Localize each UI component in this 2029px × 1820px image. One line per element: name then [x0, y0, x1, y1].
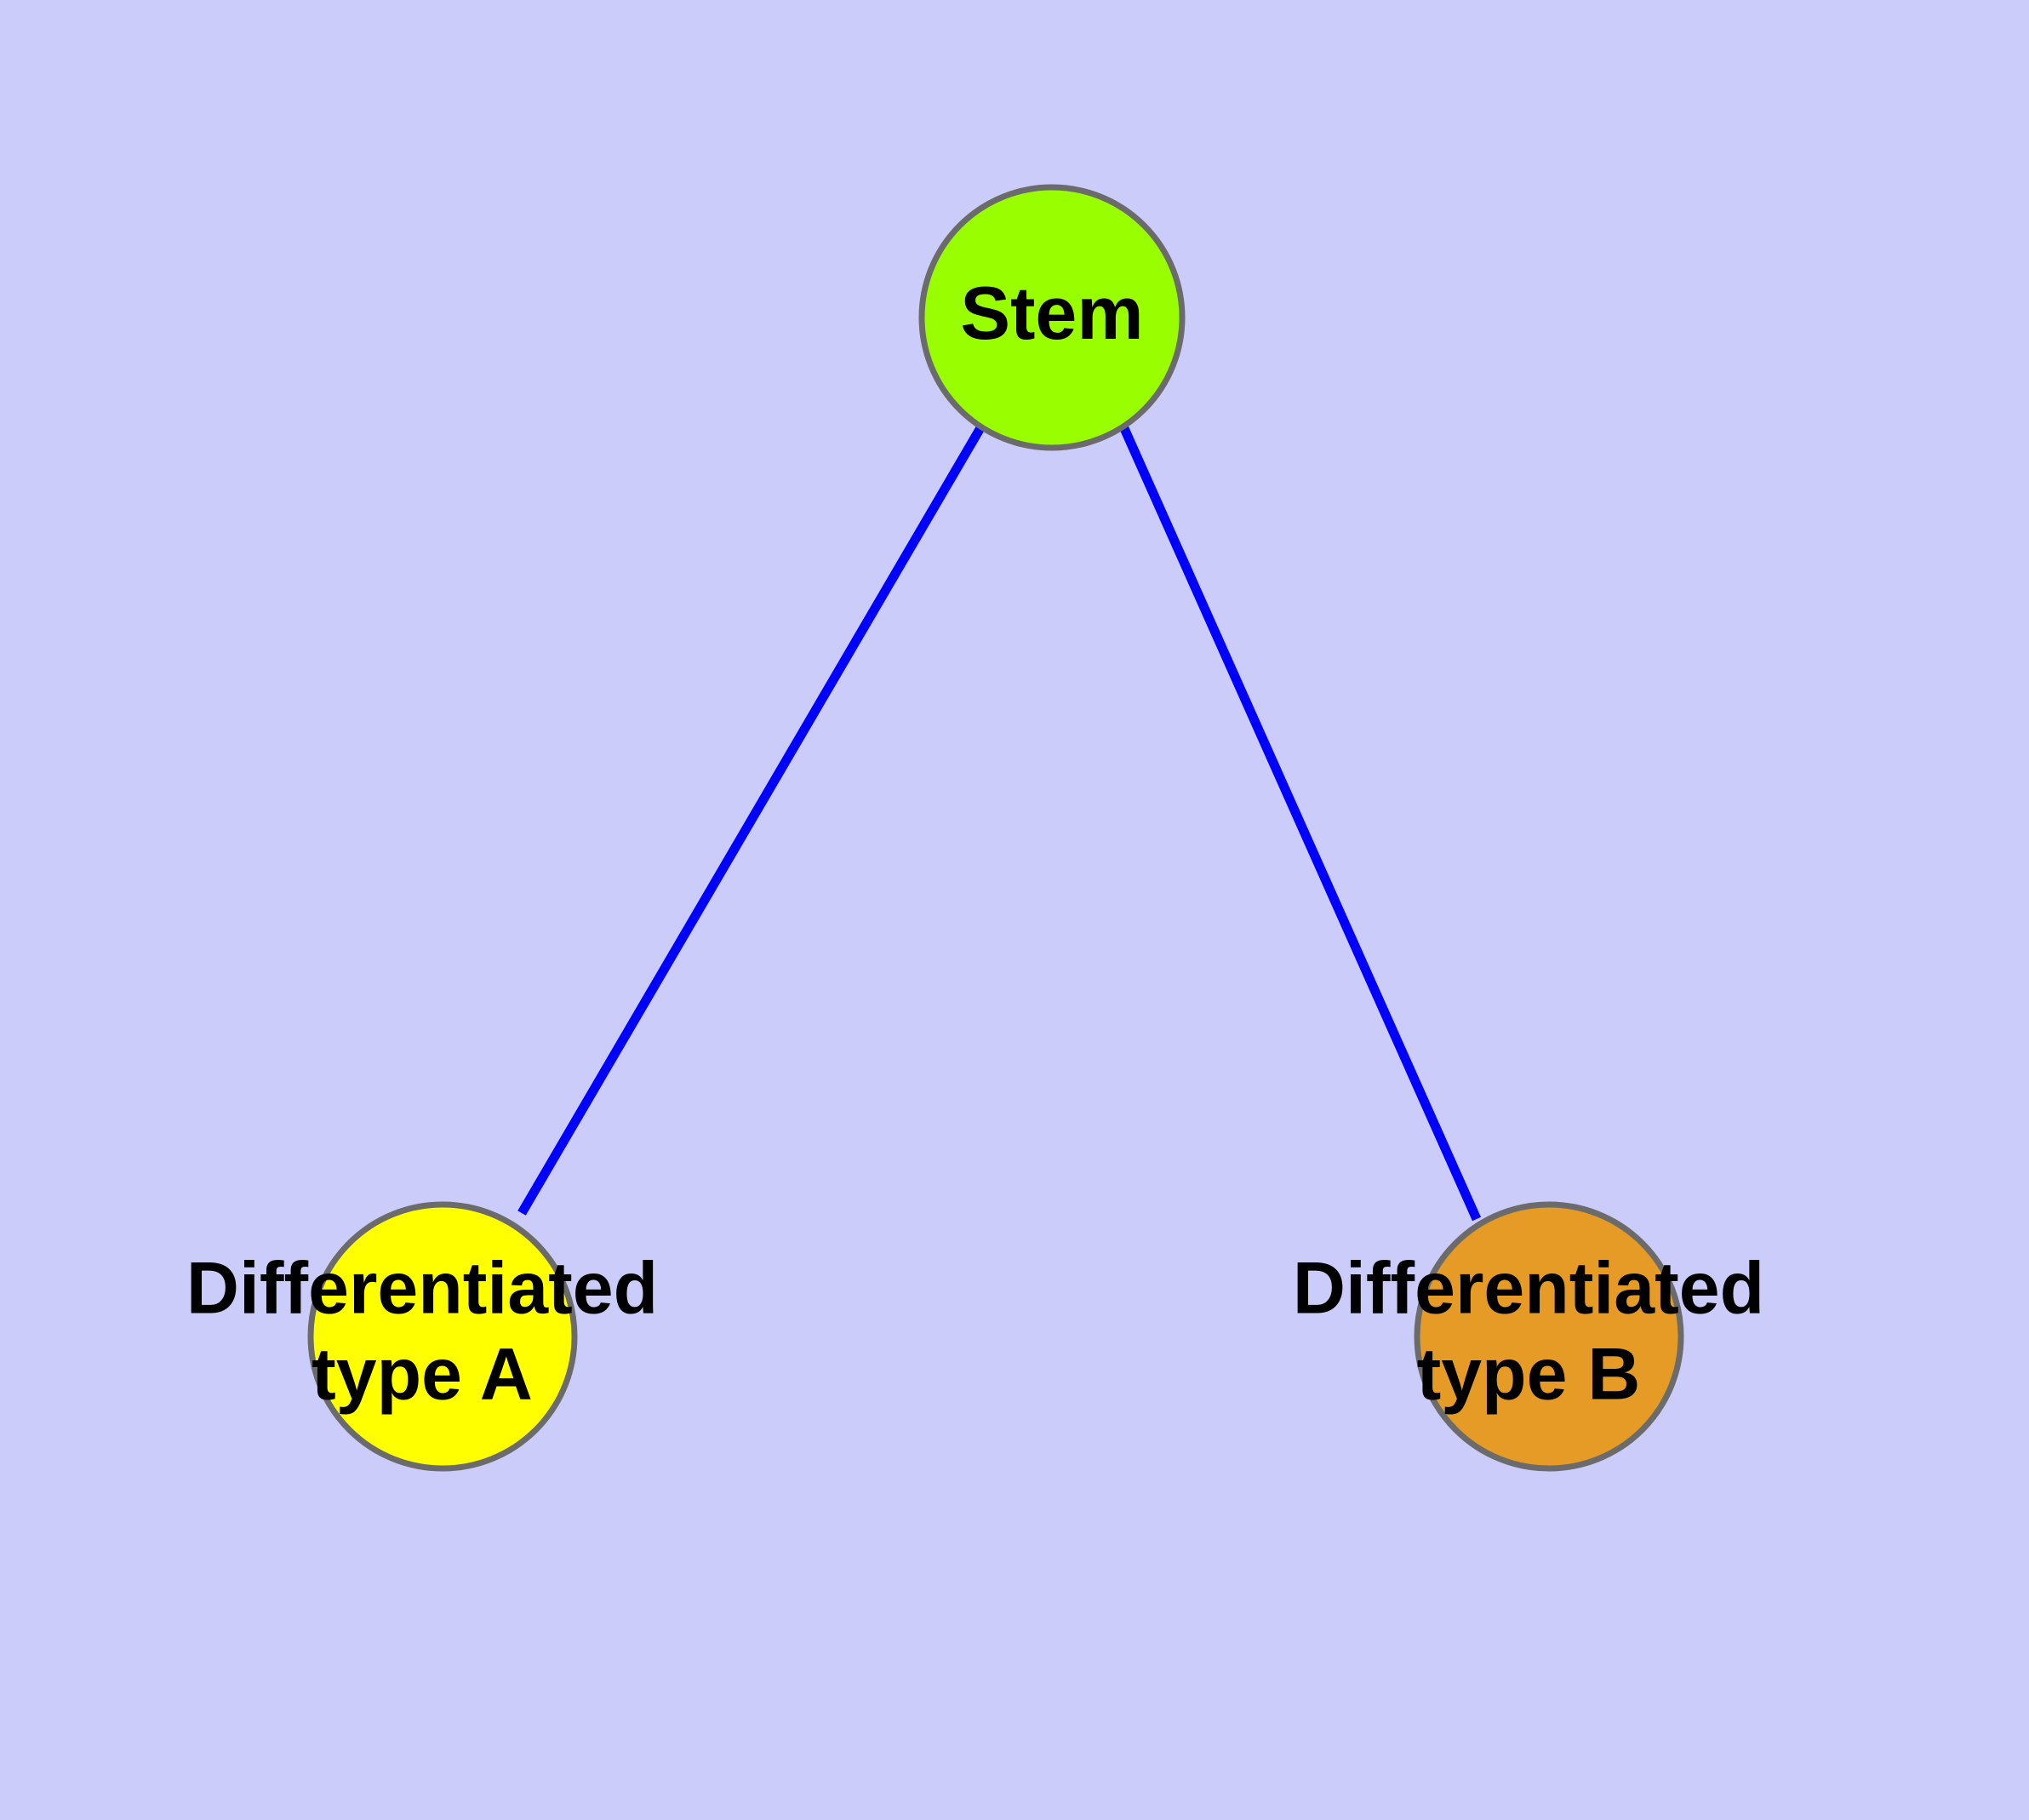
edge-stem-to-diff-b [1118, 424, 1482, 1222]
edge-layer [517, 424, 1482, 1222]
node-label-line: type A [311, 1333, 533, 1415]
node-layer [307, 184, 1684, 1472]
node-label-stem: Stem [960, 271, 1143, 355]
node-label-line: Differentiated [1293, 1247, 1764, 1329]
node-diff_a[interactable] [307, 1201, 578, 1472]
node-label-line: type B [1417, 1333, 1641, 1415]
edge-stem-to-diff-a [517, 424, 986, 1216]
node-stem[interactable] [918, 184, 1186, 451]
node-label-line: Differentiated [186, 1247, 658, 1329]
node-label-line: Stem [960, 271, 1143, 355]
node-diff_b[interactable] [1414, 1201, 1684, 1472]
